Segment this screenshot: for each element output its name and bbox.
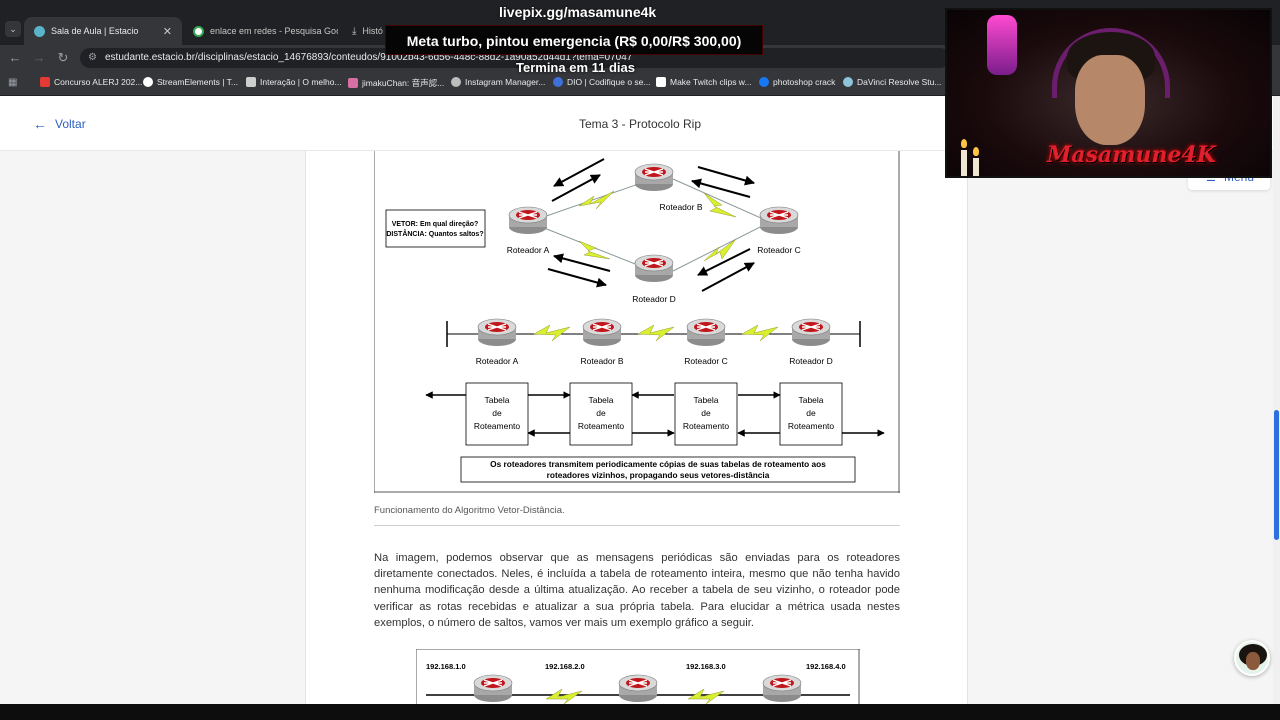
router-icon [762,674,802,703]
bookmark-interacao[interactable]: Interação | O melho... [246,77,342,87]
table-line: Tabela [798,395,823,405]
bookmark-dio[interactable]: DIO | Codifique o se... [553,77,650,87]
router-a-icon [508,206,548,235]
tab-historico[interactable]: ⤓ Histó [342,17,392,45]
figure-note-line: roteadores vizinhos, propagando seus vet… [547,470,770,480]
table-line: de [596,408,606,418]
page: ← Voltar Tema 3 - Protocolo Rip ☰Menu [0,96,1280,704]
hop-count-figure: 192.168.1.0 192.168.2.0 192.168.3.0 192.… [416,649,860,704]
network-label: 192.168.1.0 [426,662,466,671]
tab-label: Sala de Aula | Estacio [51,26,139,36]
streamer-logo: Masamune4K [1047,142,1216,168]
network-label: 192.168.2.0 [545,662,585,671]
router-label: Roteador C [757,245,800,255]
arrow-left-icon: ← [33,116,47,132]
estacio-favicon-icon [34,25,45,37]
jimakuchan-icon [348,78,358,88]
table-line: Roteamento [578,421,625,431]
lesson-paragraph: Na imagem, podemos observar que as mensa… [374,552,900,629]
youtube-icon [40,77,50,87]
interacao-icon [246,77,256,87]
table-line: de [492,408,502,418]
microphone-icon [987,15,1017,75]
page-title: Tema 3 - Protocolo Rip [578,117,702,131]
chain-router-a-icon [477,318,517,347]
close-tab-icon[interactable]: ✕ [162,25,172,38]
chain-router-b-icon [582,318,622,347]
webcam-overlay: Masamune4K [945,8,1272,178]
figure-caption: Funcionamento do Algoritmo Vetor-Distânc… [374,505,900,526]
chain-router-c-icon [686,318,726,347]
streamelements-icon [143,77,153,87]
facebook-icon [759,77,769,87]
table-line: Roteamento [788,421,835,431]
apps-grid-icon[interactable]: ▦ [8,77,18,88]
scrollbar-thumb[interactable] [1274,410,1279,540]
vector-distance-box [385,209,486,248]
vector-box-line: DISTÂNCIA: Quantos saltos? [386,229,483,238]
page-scrollbar[interactable] [1273,96,1280,704]
table-line: Roteamento [683,421,730,431]
router-label: Roteador A [476,356,519,366]
bottom-bar [0,704,1280,720]
google-favicon-icon [193,25,204,37]
address-url: estudante.estacio.br/disciplinas/estacio… [105,52,633,63]
reload-icon[interactable]: ↻ [57,50,69,65]
download-icon: ⤓ [352,25,357,37]
bookmark-twitch-clips[interactable]: Make Twitch clips w... [656,77,752,87]
table-line: de [806,408,816,418]
dio-icon [553,77,563,87]
donation-goal: Meta turbo, pintou emergencia (R$ 0,00/R… [385,25,763,55]
router-c-icon [759,206,799,235]
site-info-icon[interactable]: ⚙ [88,52,97,63]
bookmark-streamelements[interactable]: StreamElements | T... [143,77,238,87]
network-label: 192.168.3.0 [686,662,726,671]
table-line: de [701,408,711,418]
back-button[interactable]: ← Voltar [33,116,86,132]
router-label: Roteador B [581,356,624,366]
globe-icon [451,77,461,87]
lesson-content: VETOR: Em qual direção? DISTÂNCIA: Quant… [305,151,968,704]
hamburger-icon: ☰ [1206,172,1216,184]
bookmark-concurso-alerj[interactable]: Concurso ALERJ 202... [40,77,142,87]
tab-pesquisa-google[interactable]: enlace em redes - Pesquisa Goo ✕ [183,17,338,45]
bookmark-davinci[interactable]: DaVinci Resolve Stu... [843,77,941,87]
router-label: Roteador C [684,356,727,366]
router-label: Roteador D [789,356,832,366]
table-line: Tabela [484,395,509,405]
table-line: Roteamento [474,421,521,431]
twitch-clips-icon [656,77,666,87]
tab-search-icon[interactable]: ⌄ [5,21,21,37]
back-label: Voltar [55,117,86,131]
router-d-icon [634,254,674,283]
lightning-links [578,190,737,262]
forward-arrow-icon[interactable]: → [32,50,46,65]
router-icon [473,674,513,703]
bookmark-photoshop[interactable]: photoshop crack [759,77,835,87]
tab-sala-de-aula[interactable]: Sala de Aula | Estacio ✕ [24,17,182,45]
bookmark-jimakuchan[interactable]: jimakuChan: 音声認... [348,77,444,89]
davinci-icon [843,77,853,87]
chain-router-d-icon [791,318,831,347]
figure-note-line: Os roteadores transmitem periodicamente … [490,459,826,469]
assistant-avatar-button[interactable] [1234,640,1270,676]
bookmark-instagram-manager[interactable]: Instagram Manager... [451,77,545,87]
back-arrow-icon[interactable]: ← [8,50,22,65]
tab-label: Histó [362,26,383,36]
table-line: Tabela [693,395,718,405]
livepix-url: livepix.gg/masamune4k [499,4,657,20]
network-label: 192.168.4.0 [806,662,846,671]
router-b-icon [634,163,674,192]
router-label: Roteador D [632,294,675,304]
table-line: Tabela [588,395,613,405]
distance-vector-figure: VETOR: Em qual direção? DISTÂNCIA: Quant… [374,151,900,493]
vector-box-line: VETOR: Em qual direção? [392,221,479,228]
goal-ends-label: Termina em 11 dias [516,60,635,75]
router-label: Roteador B [660,202,703,212]
router-icon [618,674,658,703]
router-label: Roteador A [507,245,550,255]
tab-label: enlace em redes - Pesquisa Goo [210,26,338,36]
figure-note-box [460,456,856,483]
